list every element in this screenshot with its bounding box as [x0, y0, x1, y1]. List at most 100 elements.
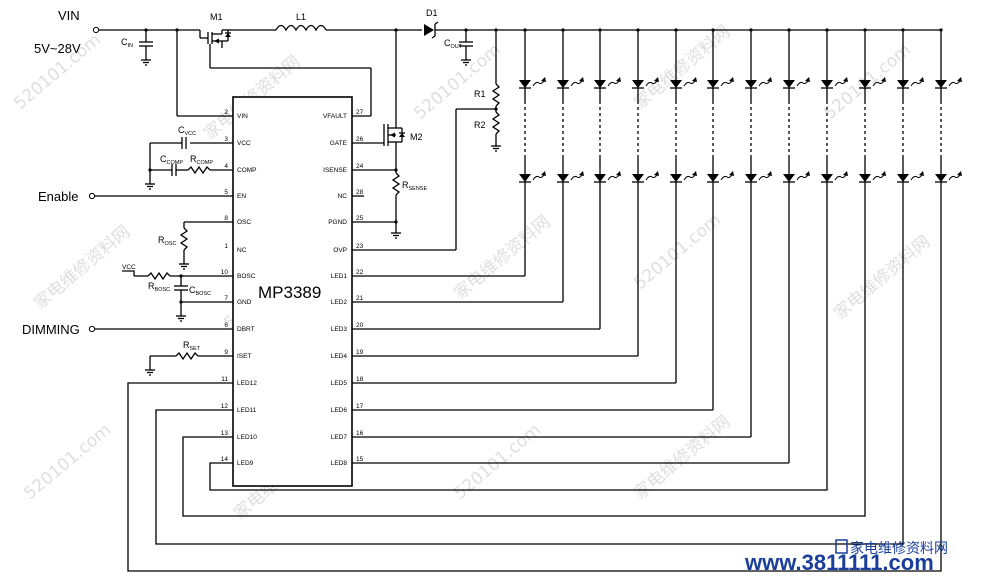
left-pin-name: VIN	[237, 113, 248, 120]
right-pin-number: 22	[356, 269, 364, 276]
right-pin-name: LED5	[331, 380, 348, 387]
led-diode	[557, 77, 584, 89]
left-pin-number: 8	[224, 215, 228, 222]
left-pin-name: VCC	[237, 140, 251, 147]
left-pin-number: 1	[224, 243, 228, 250]
left-pin-name: LED11	[237, 407, 257, 414]
led-diode	[935, 77, 962, 89]
d1-diode	[424, 24, 434, 36]
right-pin-number: 16	[356, 430, 364, 437]
watermark-text: 520101.com	[630, 210, 725, 294]
left-pin-number: 5	[224, 189, 228, 196]
led-diode	[707, 77, 734, 89]
led-diode	[707, 171, 734, 183]
right-pin-number: 24	[356, 163, 364, 170]
l1-inductor	[275, 24, 327, 32]
right-pin-name: LED6	[331, 407, 348, 414]
led-diode	[594, 171, 621, 183]
watermark-text: 家电维修资料网	[630, 22, 734, 114]
watermark-text: 家电维修资料网	[830, 232, 934, 324]
led-diode	[935, 171, 962, 183]
right-pin-number: 15	[356, 456, 364, 463]
left-pin-number: 11	[221, 376, 228, 383]
right-pin-number: 27	[356, 109, 364, 116]
right-pin-name: LED2	[331, 299, 348, 306]
watermark-text: 家电维修资料网	[450, 212, 554, 304]
left-pin-number: 7	[224, 295, 228, 302]
chip-name: MP3389	[258, 283, 321, 302]
right-pin-number: 19	[356, 349, 364, 356]
cvcc-label: CVCC	[178, 125, 196, 137]
right-pin-number: 20	[356, 322, 364, 329]
cout-label: COUT	[444, 38, 463, 50]
right-pin-number: 23	[356, 243, 364, 250]
right-pin-name: OVP	[333, 247, 347, 254]
led-diode	[519, 171, 546, 183]
m2-label: M2	[410, 132, 423, 142]
right-pin-name: VFAULT	[323, 113, 347, 120]
left-pin-name: COMP	[237, 167, 257, 174]
watermark-text: 520101.com	[410, 40, 505, 124]
left-pin-name: ISET	[237, 353, 251, 360]
watermark-text: 520101.com	[20, 420, 115, 504]
led-diode	[557, 171, 584, 183]
left-pin-number: 13	[221, 430, 229, 437]
mp3389-chip	[232, 96, 353, 487]
site-url: www.3811111.com	[744, 550, 934, 575]
right-pin-name: ISENSE	[323, 167, 348, 174]
left-pin-number: 6	[224, 322, 228, 329]
rbosc-resistor	[147, 271, 171, 281]
led-diode	[745, 171, 772, 183]
led-diode	[670, 171, 697, 183]
r1-resistor	[491, 83, 501, 107]
right-pin-number: 18	[356, 376, 364, 383]
right-pin-name: PGND	[328, 219, 347, 226]
left-pin-name: NC	[237, 247, 247, 254]
vcc-label: VCC	[122, 264, 136, 271]
left-pin-number: 14	[221, 456, 229, 463]
rcomp-label: RCOMP	[190, 154, 213, 166]
right-pin-number: 25	[356, 215, 364, 222]
watermark-text: 家电维修资料网	[30, 222, 134, 314]
cin-label: CIN	[121, 37, 133, 49]
left-pin-number: 2	[224, 109, 228, 116]
rbosc-label: RBOSC	[148, 281, 170, 293]
led-diode	[897, 171, 924, 183]
left-pin-name: LED9	[237, 460, 254, 467]
right-pin-name: LED8	[331, 460, 348, 467]
led-diode	[783, 77, 810, 89]
left-pin-name: LED10	[237, 434, 257, 441]
ccomp-label: CCOMP	[160, 154, 183, 166]
enable-label: Enable	[38, 189, 78, 204]
led-diode	[821, 77, 848, 89]
left-pin-name: OSC	[237, 219, 251, 226]
led-diode	[859, 171, 886, 183]
chip-pins: 2VIN3VCC4COMP5EN8OSC1NC10BOSC7GND6DBRT9I…	[214, 109, 364, 467]
r2-label: R2	[474, 120, 486, 130]
right-pin-name: LED7	[331, 434, 348, 441]
left-pin-name: BOSC	[237, 273, 256, 280]
rsense-label: RSENSE	[402, 180, 427, 192]
rcomp-resistor	[187, 165, 211, 175]
led-diode	[745, 77, 772, 89]
right-pin-name: LED1	[331, 273, 348, 280]
led-diode	[632, 171, 659, 183]
rset-resistor	[175, 351, 199, 361]
left-network	[88, 137, 233, 376]
led-diode	[783, 171, 810, 183]
right-pin-number: 28	[356, 189, 364, 196]
led-strings	[519, 28, 962, 183]
cbosc-label: CBOSC	[189, 285, 211, 297]
left-pin-name: LED12	[237, 380, 257, 387]
m1-mosfet	[199, 29, 232, 68]
vin-terminal	[92, 26, 100, 34]
led-return-wires	[127, 182, 942, 572]
led-diode	[594, 77, 621, 89]
rset-label: RSET	[183, 340, 201, 352]
dimming-terminal	[88, 325, 96, 333]
r2-resistor	[491, 111, 501, 135]
led-diode	[821, 171, 848, 183]
right-pin-number: 17	[356, 403, 364, 410]
input-rail	[92, 21, 942, 251]
